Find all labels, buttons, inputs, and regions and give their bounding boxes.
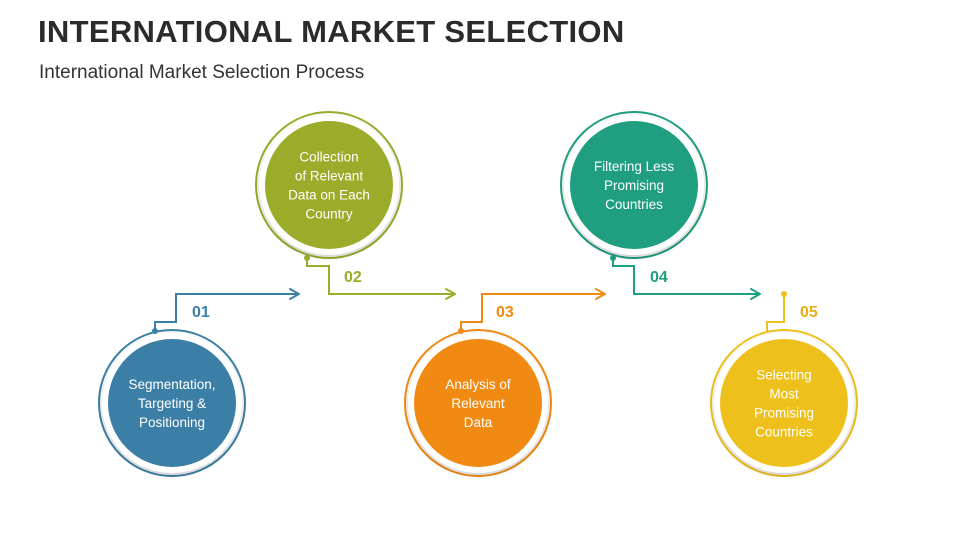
step-label-line: Analysis of xyxy=(445,377,511,392)
step-label-line: Most xyxy=(769,387,799,402)
arrow-icon xyxy=(289,288,300,300)
step-number-3: 03 xyxy=(496,304,514,321)
step-number-2: 02 xyxy=(344,269,362,286)
step-label-line: Filtering Less xyxy=(594,159,675,174)
step-label-line: Countries xyxy=(605,197,663,212)
step-label-line: Positioning xyxy=(139,415,205,430)
connector-dot xyxy=(304,255,310,261)
step-label-line: Data on Each xyxy=(288,188,370,203)
step-label-line: Data xyxy=(464,415,493,430)
step-circle-4 xyxy=(570,121,698,249)
connector-line-5 xyxy=(766,294,785,331)
step-label-line: Segmentation, xyxy=(128,377,215,392)
step-label-line: Countries xyxy=(755,425,813,440)
outer-ring-1 xyxy=(98,329,246,477)
step-circle-5 xyxy=(720,339,848,467)
connector-line-3 xyxy=(460,293,605,331)
step-label-line: Relevant xyxy=(451,396,505,411)
outer-ring-3 xyxy=(404,329,552,477)
step-circle-1 xyxy=(108,339,236,467)
step-number-5: 05 xyxy=(800,304,818,321)
outer-ring-5 xyxy=(710,329,858,477)
connector-dot xyxy=(781,291,787,297)
arrow-icon xyxy=(445,288,456,300)
connector-line-4 xyxy=(612,258,760,295)
step-label-line: Promising xyxy=(604,178,664,193)
step-number-4: 04 xyxy=(650,269,668,286)
page-subtitle: International Market Selection Process xyxy=(39,62,365,83)
step-label-line: Selecting xyxy=(756,368,812,383)
step-label-line: Promising xyxy=(754,406,814,421)
outer-ring-4 xyxy=(560,111,708,259)
arrow-icon xyxy=(595,288,606,300)
connector-line-1 xyxy=(154,293,299,331)
connector-line-2 xyxy=(306,258,455,295)
outer-ring-2 xyxy=(255,111,403,259)
step-label-line: of Relevant xyxy=(295,169,364,184)
step-label-1: Segmentation, Targeting & Positioning xyxy=(128,377,215,430)
step-number-1: 01 xyxy=(192,304,210,321)
step-label-line: Targeting & xyxy=(138,396,206,411)
page-title: INTERNATIONAL MARKET SELECTION xyxy=(38,14,625,49)
step-label-line: Country xyxy=(305,207,353,222)
arrow-icon xyxy=(750,288,761,300)
connector-dot xyxy=(610,255,616,261)
step-circle-2 xyxy=(265,121,393,249)
step-circle-3 xyxy=(414,339,542,467)
step-label-line: Collection xyxy=(299,150,358,165)
